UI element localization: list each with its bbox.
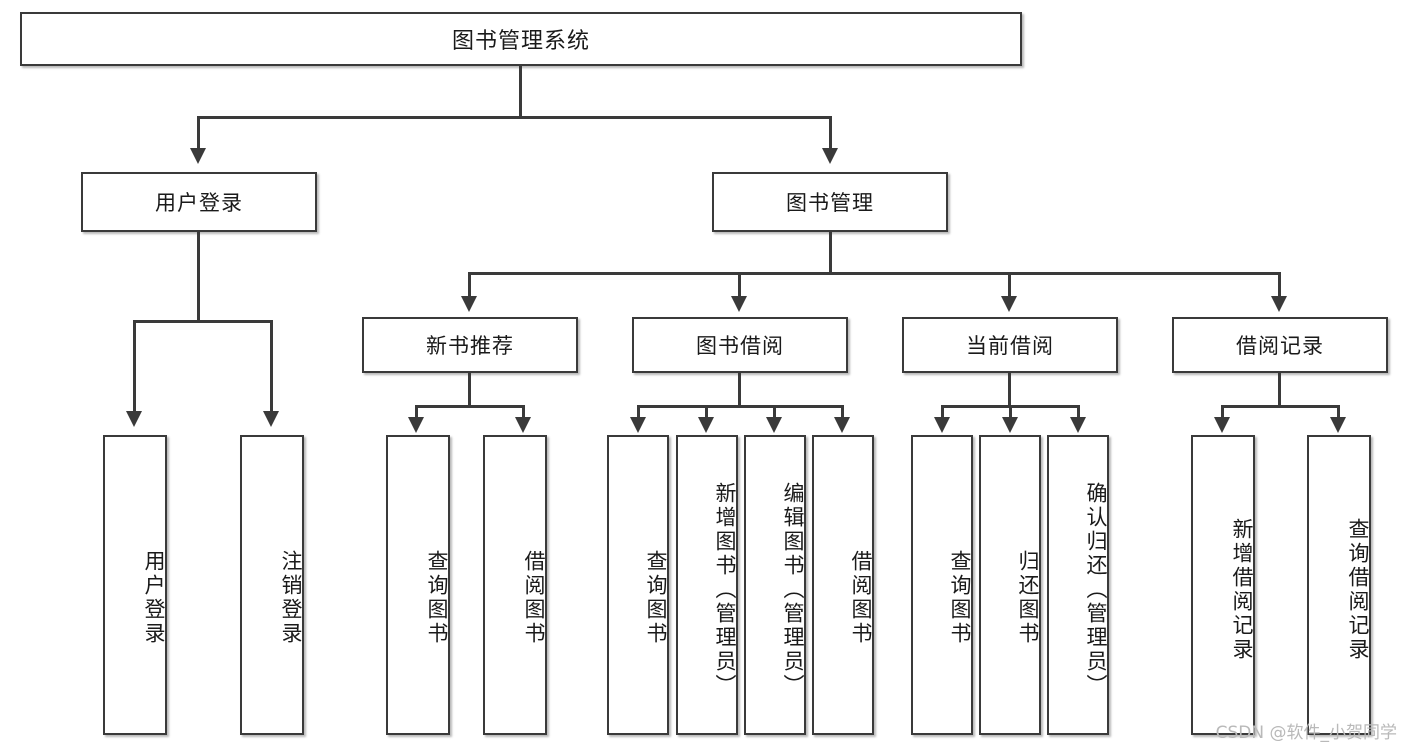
- node-label: 图书管理: [786, 191, 874, 215]
- edge-level1-bus: [197, 116, 832, 119]
- edge-book-borrow-drop-2: [705, 405, 708, 419]
- node-book-manage[interactable]: 图书管理: [712, 172, 948, 232]
- edge-new-book-bus: [415, 405, 525, 408]
- node-label: 归还图书: [1016, 550, 1040, 646]
- edge-to-user-login: [197, 116, 200, 150]
- edge-book-borrow-drop-3: [773, 405, 776, 419]
- arrowhead-leaf-return-book: [1002, 417, 1018, 433]
- edge-current-borrow-drop-2: [1009, 405, 1012, 419]
- edge-user-login-stem: [197, 232, 200, 322]
- edge-level3-bus: [468, 272, 1280, 275]
- arrowhead-leaf-borrow-book-2: [834, 417, 850, 433]
- edge-to-new-book-recommend: [468, 272, 471, 298]
- edge-user-login-drop-2: [270, 320, 273, 413]
- node-label: 查询图书: [644, 550, 668, 646]
- edge-borrow-record-stem: [1278, 373, 1281, 407]
- node-current-borrow[interactable]: 当前借阅: [902, 317, 1118, 373]
- csdn-watermark: CSDN @软件_小贺同学: [1215, 723, 1397, 743]
- leaf-borrow-book-borrow[interactable]: 借阅图书: [812, 435, 874, 735]
- leaf-add-record[interactable]: 新增借阅记录: [1191, 435, 1255, 735]
- arrowhead-leaf-add-record: [1214, 417, 1230, 433]
- leaf-confirm-return[interactable]: 确认归还（管理员）: [1047, 435, 1109, 735]
- edge-book-manage-stem: [829, 232, 832, 274]
- edge-to-current-borrow: [1008, 272, 1011, 298]
- arrowhead-leaf-query-book-3: [934, 417, 950, 433]
- arrowhead-leaf-borrow-book-1: [515, 417, 531, 433]
- node-label: 新书推荐: [426, 334, 514, 358]
- edge-current-borrow-stem: [1008, 373, 1011, 407]
- leaf-query-record[interactable]: 查询借阅记录: [1307, 435, 1371, 735]
- leaf-add-book[interactable]: 新增图书（管理员）: [676, 435, 738, 735]
- arrowhead-leaf-edit-book: [766, 417, 782, 433]
- arrowhead-book-manage: [822, 148, 838, 164]
- edge-book-borrow-stem: [738, 373, 741, 407]
- leaf-query-book-current[interactable]: 查询图书: [911, 435, 973, 735]
- edge-borrow-record-drop-2: [1337, 405, 1340, 419]
- edge-root-stem: [519, 66, 522, 118]
- node-label: 借阅记录: [1236, 334, 1324, 358]
- edge-user-login-drop-1: [133, 320, 136, 413]
- arrowhead-leaf-add-book: [698, 417, 714, 433]
- node-borrow-record[interactable]: 借阅记录: [1172, 317, 1388, 373]
- leaf-query-book-borrow[interactable]: 查询图书: [607, 435, 669, 735]
- node-label: 查询图书: [948, 550, 972, 646]
- edge-book-borrow-bus: [637, 405, 844, 408]
- node-label: 查询图书: [425, 550, 449, 646]
- node-root-system[interactable]: 图书管理系统: [20, 12, 1022, 66]
- edge-to-borrow-record: [1278, 272, 1281, 298]
- arrowhead-new-book-recommend: [461, 296, 477, 312]
- edge-to-book-manage: [829, 116, 832, 150]
- node-label: 用户登录: [155, 191, 243, 215]
- arrowhead-user-login: [190, 148, 206, 164]
- edge-new-book-stem: [468, 373, 471, 407]
- leaf-query-book-new[interactable]: 查询图书: [386, 435, 450, 735]
- arrowhead-current-borrow: [1001, 296, 1017, 312]
- node-label: 新增图书（管理员）: [713, 482, 737, 698]
- node-label: 编辑图书（管理员）: [781, 482, 805, 698]
- arrowhead-leaf-query-book-1: [408, 417, 424, 433]
- edge-book-borrow-drop-1: [637, 405, 640, 419]
- edge-user-login-bus: [133, 320, 270, 323]
- edge-to-book-borrow: [738, 272, 741, 298]
- node-user-login[interactable]: 用户登录: [81, 172, 317, 232]
- node-label: 查询借阅记录: [1346, 518, 1370, 662]
- node-label: 确认归还（管理员）: [1084, 482, 1108, 698]
- edge-current-borrow-drop-3: [1077, 405, 1080, 419]
- node-label: 图书管理系统: [451, 29, 590, 54]
- edge-new-book-drop-2: [522, 405, 525, 419]
- arrowhead-book-borrow: [731, 296, 747, 312]
- edge-book-borrow-drop-4: [841, 405, 844, 419]
- leaf-edit-book[interactable]: 编辑图书（管理员）: [744, 435, 806, 735]
- node-label: 借阅图书: [849, 550, 873, 646]
- edge-borrow-record-drop-1: [1221, 405, 1224, 419]
- leaf-user-login[interactable]: 用户登录: [103, 435, 167, 735]
- node-label: 用户登录: [142, 550, 166, 646]
- node-label: 图书借阅: [696, 334, 784, 358]
- node-label: 新增借阅记录: [1230, 518, 1254, 662]
- node-label: 当前借阅: [966, 334, 1054, 358]
- arrowhead-leaf-confirm-return: [1070, 417, 1086, 433]
- arrowhead-leaf-user-login: [126, 411, 142, 427]
- edge-borrow-record-bus: [1221, 405, 1340, 408]
- node-book-borrow[interactable]: 图书借阅: [632, 317, 848, 373]
- leaf-borrow-book-new[interactable]: 借阅图书: [483, 435, 547, 735]
- arrowhead-borrow-record: [1271, 296, 1287, 312]
- leaf-return-book[interactable]: 归还图书: [979, 435, 1041, 735]
- arrowhead-leaf-query-record: [1330, 417, 1346, 433]
- leaf-logout-login[interactable]: 注销登录: [240, 435, 304, 735]
- node-label: 借阅图书: [522, 550, 546, 646]
- edge-new-book-drop-1: [415, 405, 418, 419]
- arrowhead-leaf-query-book-2: [630, 417, 646, 433]
- arrowhead-leaf-logout-login: [263, 411, 279, 427]
- node-new-book-recommend[interactable]: 新书推荐: [362, 317, 578, 373]
- edge-current-borrow-drop-1: [941, 405, 944, 419]
- node-label: 注销登录: [279, 550, 303, 646]
